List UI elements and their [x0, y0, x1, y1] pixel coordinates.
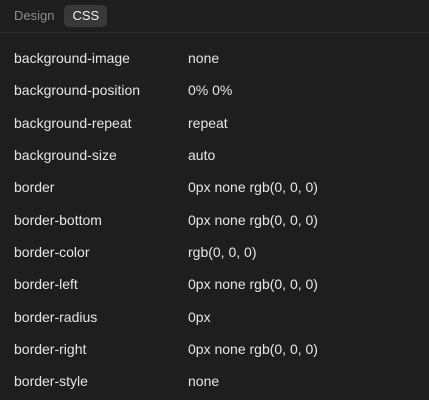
property-name: background-repeat: [14, 114, 132, 131]
property-name: border-right: [14, 340, 87, 357]
property-row-border-right: border-right 0px none rgb(0, 0, 0): [0, 333, 429, 365]
property-value: auto: [188, 147, 216, 164]
property-row-background-size: background-size auto: [0, 139, 429, 171]
property-value: 0% 0%: [188, 82, 233, 99]
property-name: border-bottom: [14, 211, 102, 228]
property-name: border-style: [14, 373, 88, 390]
property-row-border-color: border-color rgb(0, 0, 0): [0, 236, 429, 268]
property-value: rgb(0, 0, 0): [188, 243, 257, 260]
property-value: none: [188, 50, 220, 67]
property-row-background-image: background-image none: [0, 42, 429, 74]
tabs-divider: [0, 32, 429, 33]
property-row-background-position: background-position 0% 0%: [0, 74, 429, 106]
property-row-border: border 0px none rgb(0, 0, 0): [0, 171, 429, 203]
property-value: 0px none rgb(0, 0, 0): [188, 211, 318, 228]
property-row-border-bottom: border-bottom 0px none rgb(0, 0, 0): [0, 203, 429, 235]
css-property-list: background-image none background-positio…: [0, 42, 429, 397]
property-name: background-image: [14, 50, 130, 67]
property-value: repeat: [188, 114, 228, 131]
property-value: 0px none rgb(0, 0, 0): [188, 276, 318, 293]
property-row-border-left: border-left 0px none rgb(0, 0, 0): [0, 268, 429, 300]
property-name: border-left: [14, 276, 78, 293]
property-value: 0px none rgb(0, 0, 0): [188, 179, 318, 196]
property-value: 0px none rgb(0, 0, 0): [188, 340, 318, 357]
property-name: border-color: [14, 243, 90, 260]
property-value: 0px: [188, 308, 211, 325]
property-row-border-radius: border-radius 0px: [0, 300, 429, 332]
property-row-border-style: border-style none: [0, 365, 429, 397]
property-name: border: [14, 179, 55, 196]
tab-css[interactable]: CSS: [64, 5, 108, 27]
property-value: none: [188, 373, 220, 390]
property-name: background-size: [14, 147, 117, 164]
property-name: background-position: [14, 82, 141, 99]
property-row-background-repeat: background-repeat repeat: [0, 107, 429, 139]
tab-design[interactable]: Design: [14, 8, 55, 23]
property-name: border-radius: [14, 308, 98, 325]
panel-tabs: Design CSS: [6, 5, 108, 27]
